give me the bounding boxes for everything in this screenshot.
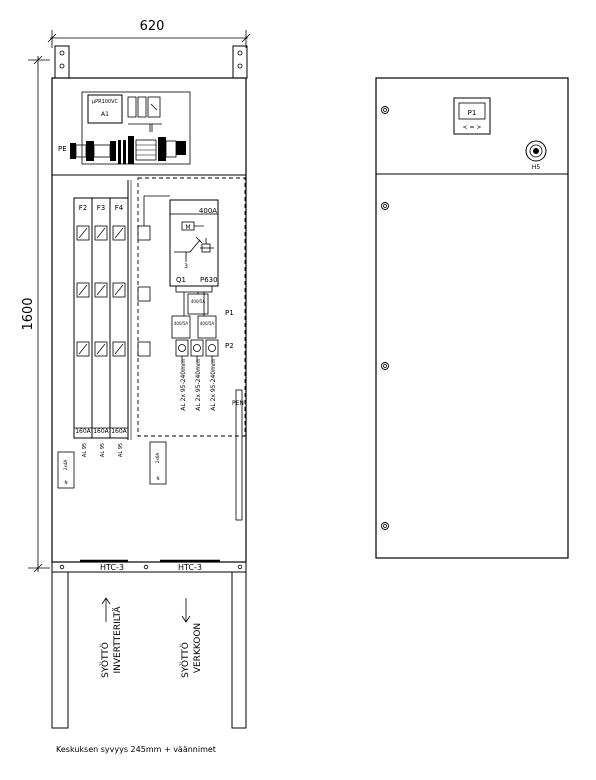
terminal-left-label: 2x4A [63,460,68,470]
plc-module: μPR100VC A1 [87,94,162,132]
base-label-left: HTC-3 [100,563,124,572]
feed-left-line1: SYÖTTÖ [100,642,111,678]
cabinet-plinth: HTC-3 HTC-3 [51,559,247,729]
outgoing-cable-2: AL 2x 95-240mm [195,359,202,411]
outgoing-cable-3: AL 2x 95-240mm [210,359,217,411]
indicator-lamp-h5: H5 [525,140,547,171]
meter-keys: < = > [463,124,482,131]
ct-top-module: 400/5A [191,299,206,304]
fuse-f4-id: F4 [115,204,124,212]
busbar [127,180,170,440]
p2-label: P2 [225,342,234,350]
height-dimension: 1600 [21,297,36,330]
feed-right-line2: VERKKOON [193,623,203,673]
pen-bar: PEN [232,389,244,521]
depth-note: Keskuksen syvyys 245mm + väännimet [56,745,216,754]
terminal-left-sub: N [65,480,68,485]
feed-grid: SYÖTTÖ VERKKOON [180,598,203,678]
fuse-f2-rating: 160A [75,428,91,435]
current-transformers: 400/5A P1 400/5A 400/5A P2 [171,292,234,362]
dashed-enclosure [137,177,246,437]
fuse-switch-group: F2 160A AL 95 F3 160A AL 95 F4 [73,197,129,457]
outgoing-cable-1: AL 2x 95-240mm [180,359,187,411]
feed-inverter: SYÖTTÖ INVERTTERILTÄ [100,597,123,678]
main-switch-rating: 400A [199,207,217,215]
main-switch-id: Q1 [176,276,186,284]
fuse-f4-rating: 160A [111,428,127,435]
p1-label: P1 [225,309,234,317]
width-dimension: 620 [140,19,165,34]
main-switch-pole-mark: 3 [184,263,188,270]
meter-p1: P1 < = > [453,97,491,135]
terminal-right-label: 2x6A [155,453,160,463]
fuse-f3-id: F3 [97,204,105,212]
ct-left-module: 400/5A [174,321,189,326]
fuse-f3: F3 160A AL 95 [91,197,111,457]
plc-id: A1 [101,111,109,118]
fuse-f2: F2 160A AL 95 [73,197,93,457]
cabinet-front-view [375,77,569,559]
fuse-f3-rating: 160A [93,428,109,435]
pen-label: PEN [232,400,244,407]
feed-left-line2: INVERTTERILTÄ [112,606,123,674]
dimension-width: 620 [47,19,251,48]
feed-right-line1: SYÖTTÖ [180,642,191,678]
fuse-f4-cable: AL 95 [118,443,124,457]
cabinet-interior-view [51,45,248,573]
fuse-f4: F4 160A AL 95 [109,197,129,457]
pe-label: PE [58,145,67,153]
fuse-f2-cable: AL 95 [82,443,88,457]
plc-label: μPR100VC [92,99,119,105]
terminal-right-sub: N [157,476,160,481]
main-switch-motor: M [185,224,190,231]
fuse-f3-cable: AL 95 [100,443,106,457]
outgoing-cables: AL 2x 95-240mm AL 2x 95-240mm AL 2x 95-2… [180,359,217,411]
main-switch-q1: 400A M 3 Q1 P630 [169,199,219,293]
terminal-box-right: 2x6A N [149,441,167,485]
pe-terminal-rail: PE [58,136,186,164]
main-switch-type: P630 [200,276,218,284]
ct-right-module: 400/5A [200,321,215,326]
meter-label: P1 [468,109,477,117]
lamp-label: H5 [532,164,541,171]
terminal-box-left: 2x4A N [57,451,75,489]
base-label-right: HTC-3 [178,563,202,572]
dimension-height: 1600 [21,55,50,573]
fuse-f2-id: F2 [79,204,87,212]
